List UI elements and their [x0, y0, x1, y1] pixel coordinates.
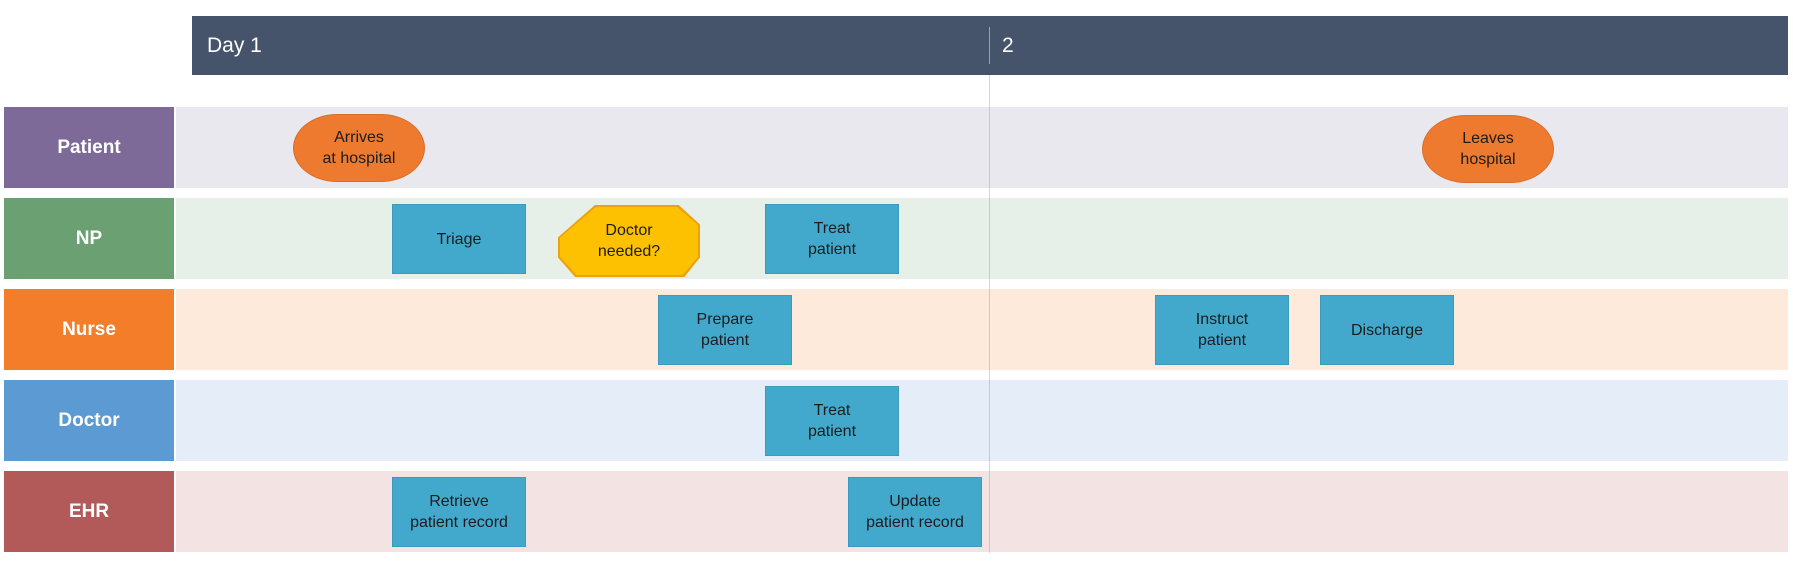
shape-label: Update patient record: [866, 493, 964, 531]
lane-label-doctor: Doctor: [4, 380, 174, 461]
hexagon-fill: [560, 207, 698, 275]
shape-label: Retrieve patient record: [410, 493, 508, 531]
shape-label: Treat patient: [807, 220, 857, 258]
lane-label-ehr: EHR: [4, 471, 174, 552]
shape-label: Triage: [436, 230, 482, 248]
lane-label-np: NP: [4, 198, 174, 279]
shape-treat-patient-np: Treat patient: [765, 204, 899, 274]
shape-prepare-patient: Prepare patient: [658, 295, 792, 365]
shape-triage: Triage: [392, 204, 526, 274]
shape-doctor-needed-decision: Doctor needed?: [558, 205, 700, 277]
shape-update-patient-record: Update patient record: [848, 477, 982, 547]
shape-treat-patient-doctor: Treat patient: [765, 386, 899, 456]
day-boundary-line: [989, 75, 990, 553]
shape-label: Arrives at hospital: [322, 129, 396, 167]
shape-arrives-at-hospital: Arrives at hospital: [293, 114, 425, 182]
shape-label: Doctor needed?: [597, 222, 661, 260]
lane-doctor: [176, 380, 1788, 461]
shape-label: Instruct patient: [1195, 311, 1249, 349]
day1-header-label: Day 1: [207, 33, 262, 57]
shape-label: Treat patient: [807, 402, 857, 440]
shape-label: Prepare patient: [696, 311, 754, 349]
shape-discharge: Discharge: [1320, 295, 1454, 365]
shape-instruct-patient: Instruct patient: [1155, 295, 1289, 365]
shape-retrieve-patient-record: Retrieve patient record: [392, 477, 526, 547]
lane-label-nurse: Nurse: [4, 289, 174, 370]
lane-label-patient: Patient: [4, 107, 174, 188]
timeline-header: Day 1 2: [192, 16, 1788, 75]
day2-header-label: 2: [1002, 33, 1014, 57]
header-day-divider-line: [989, 27, 990, 64]
lane-nurse: [176, 289, 1788, 370]
shape-label: Discharge: [1350, 321, 1424, 339]
shape-label: Leaves hospital: [1460, 130, 1516, 168]
shape-leaves-hospital: Leaves hospital: [1422, 115, 1554, 183]
